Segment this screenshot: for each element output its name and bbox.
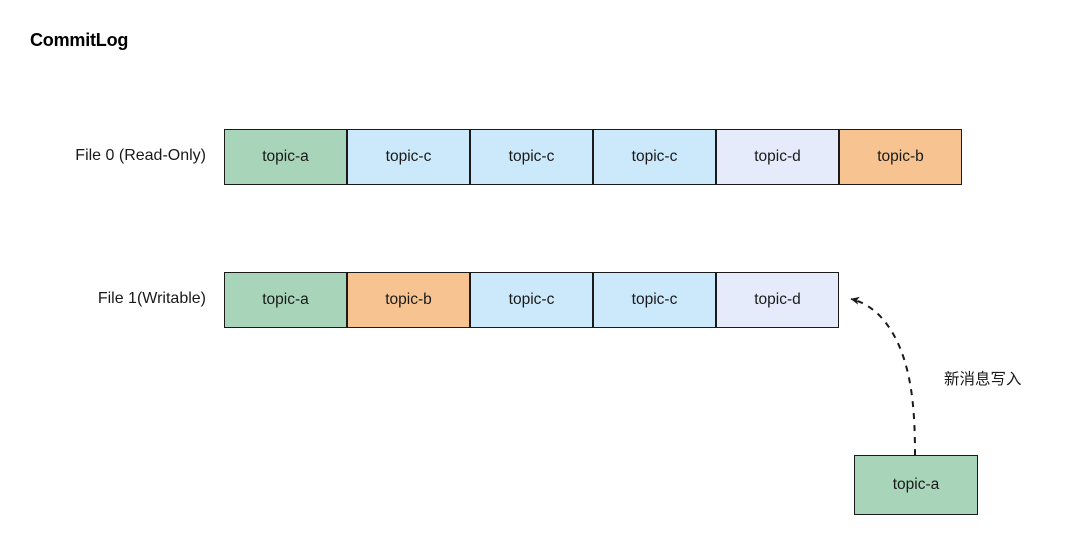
- segment-row-file0: topic-a topic-c topic-c topic-c topic-d …: [224, 129, 962, 185]
- segment-file0-3: topic-c: [593, 129, 716, 185]
- segment-row-file1: topic-a topic-b topic-c topic-c topic-d: [224, 272, 839, 328]
- segment-file1-1: topic-b: [347, 272, 470, 328]
- segment-file0-0: topic-a: [224, 129, 347, 185]
- segment-file0-4: topic-d: [716, 129, 839, 185]
- segment-file0-1: topic-c: [347, 129, 470, 185]
- row-label-file1: File 1(Writable): [97, 290, 206, 307]
- incoming-annotation-label: 新消息写入: [944, 371, 1022, 388]
- row-label-file0: File 0 (Read-Only): [75, 147, 206, 164]
- page-title: CommitLog: [30, 30, 129, 50]
- segment-file1-2: topic-c: [470, 272, 593, 328]
- write-flow-arrow-path: [850, 296, 916, 456]
- segment-file1-3: topic-c: [593, 272, 716, 328]
- segment-file1-0: topic-a: [224, 272, 347, 328]
- incoming-message-box: topic-a: [854, 455, 978, 515]
- segment-file0-5: topic-b: [839, 129, 962, 185]
- segment-file1-4: topic-d: [716, 272, 839, 328]
- segment-file0-2: topic-c: [470, 129, 593, 185]
